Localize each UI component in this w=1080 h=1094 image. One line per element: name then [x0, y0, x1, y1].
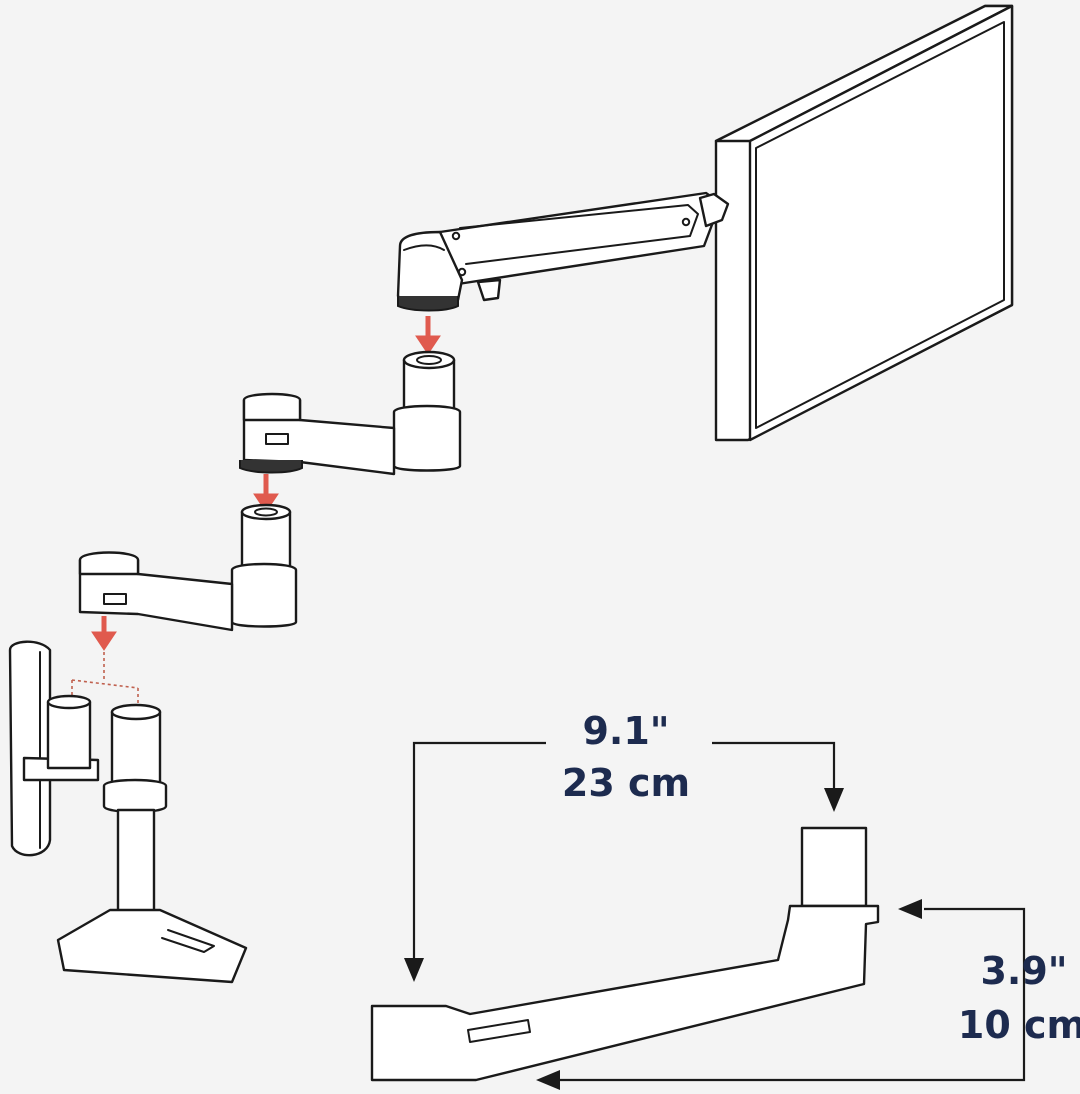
- placement-guide: [71, 652, 139, 710]
- middle-arm: [239, 350, 462, 476]
- height-inches-label: 3.9": [980, 949, 1067, 993]
- height-cm-label: 10 cm: [958, 1003, 1080, 1047]
- monitor: [714, 4, 1014, 442]
- desk-pole-mount: [56, 703, 248, 984]
- assembly-arrow-3: [91, 616, 117, 651]
- lower-arm: [78, 503, 298, 632]
- detail-arm-drawing: [370, 826, 880, 1082]
- assembly-arrow-2: [253, 474, 279, 513]
- assembly-arrow-1: [415, 316, 441, 355]
- length-cm-label: 23 cm: [562, 761, 690, 805]
- length-inches-label: 9.1": [582, 709, 669, 753]
- top-arm: [396, 191, 730, 312]
- wall-mount-bracket: [8, 640, 100, 857]
- width-dimension: [404, 741, 844, 982]
- height-dimension: [536, 899, 1026, 1090]
